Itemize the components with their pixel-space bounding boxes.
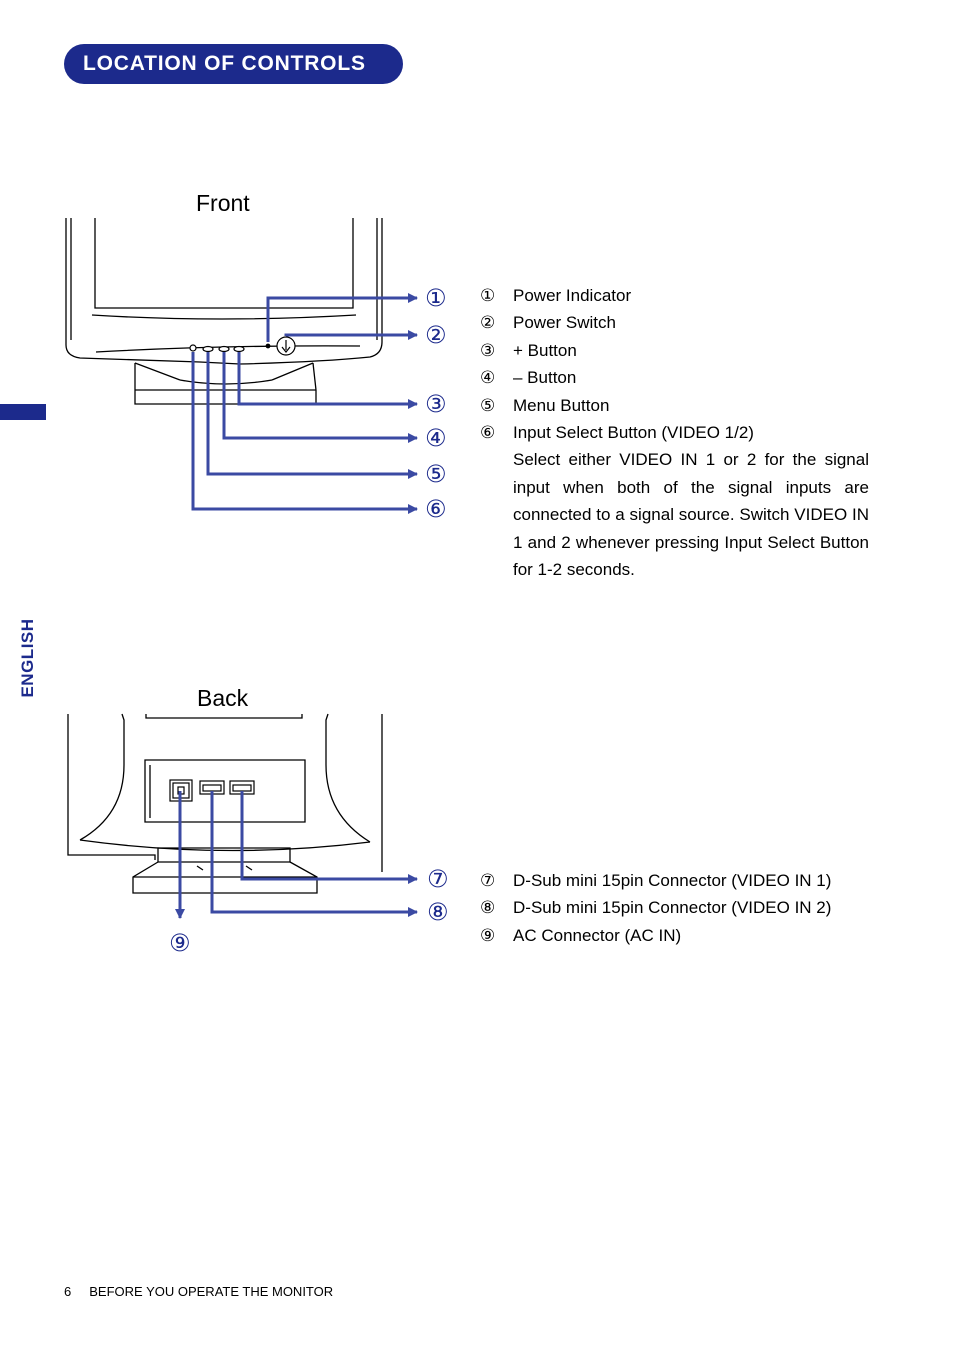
list-item: ⑥ Input Select Button (VIDEO 1/2) <box>480 419 869 446</box>
language-tab-bar <box>0 404 46 420</box>
item-text: Power Indicator <box>513 286 632 305</box>
item-text: D-Sub mini 15pin Connector (VIDEO IN 1) <box>513 871 832 890</box>
item-number: ④ <box>480 368 496 388</box>
list-item: ⑦ D-Sub mini 15pin Connector (VIDEO IN 1) <box>480 867 831 894</box>
callout-9: ⑨ <box>169 930 191 957</box>
list-item: ② Power Switch <box>480 309 869 336</box>
back-monitor-drawing <box>67 713 383 894</box>
section-title: LOCATION OF CONTROLS <box>64 44 403 84</box>
item-text: Menu Button <box>513 395 610 415</box>
callout-7: ⑦ <box>427 866 449 893</box>
callout-4: ④ <box>425 425 447 452</box>
footer-section: BEFORE YOU OPERATE THE MONITOR <box>89 1284 334 1299</box>
front-buttons <box>189 336 296 356</box>
list-item: ① Power Indicator <box>480 282 869 309</box>
item-text: Power Switch <box>513 313 616 333</box>
back-connectors-list: ⑦ D-Sub mini 15pin Connector (VIDEO IN 1)… <box>480 867 831 949</box>
list-item: ③ + Button <box>480 337 869 364</box>
callout-6: ⑥ <box>425 496 447 523</box>
item-text: D-Sub mini 15pin Connector (VIDEO IN 2) <box>513 898 832 918</box>
callout-3: ③ <box>425 391 447 418</box>
back-label: Back <box>197 685 249 711</box>
item-text: Input Select Button (VIDEO 1/2) <box>513 423 754 443</box>
item-number: ② <box>480 313 496 333</box>
list-item: ⑧ D-Sub mini 15pin Connector (VIDEO IN 2) <box>480 894 831 921</box>
callout-1: ① <box>425 285 447 312</box>
item-number: ① <box>480 286 496 305</box>
list-item: ⑨ AC Connector (AC IN) <box>480 922 831 949</box>
input-select-description: Select either VIDEO IN 1 or 2 for the si… <box>513 450 869 580</box>
page-footer: 6 BEFORE YOU OPERATE THE MONITOR <box>64 1284 333 1299</box>
item-text: – Button <box>513 368 577 388</box>
callout-8: ⑧ <box>427 899 449 926</box>
list-item: ④ – Button <box>480 364 869 391</box>
list-item: ⑤ Menu Button <box>480 392 869 419</box>
callout-2: ② <box>425 322 447 349</box>
item-text: + Button <box>513 340 577 360</box>
item-number: ⑤ <box>480 395 496 415</box>
item-number: ⑨ <box>480 925 496 945</box>
item-number: ⑥ <box>480 423 496 443</box>
front-controls-list: ① Power Indicator ② Power Switch ③ + Button… <box>480 282 869 583</box>
front-leader-lines <box>191 293 418 514</box>
front-label: Front <box>196 190 250 216</box>
page-number: 6 <box>64 1284 72 1299</box>
item-number: ③ <box>480 340 496 360</box>
item-number: ⑧ <box>480 898 496 918</box>
item-text: AC Connector (AC IN) <box>513 925 682 945</box>
item-number: ⑦ <box>480 871 496 890</box>
back-leader-lines <box>175 791 418 919</box>
callout-5: ⑤ <box>425 461 447 488</box>
back-connectors <box>169 779 255 802</box>
